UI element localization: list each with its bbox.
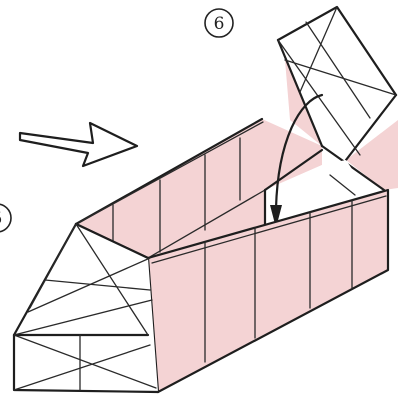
previous-step-label: 5	[0, 209, 2, 229]
step-number-label: 6	[214, 14, 225, 34]
previous-step-badge: 5	[0, 204, 11, 232]
step-number-badge: 6	[205, 9, 233, 37]
move-arrow-icon	[20, 123, 137, 166]
